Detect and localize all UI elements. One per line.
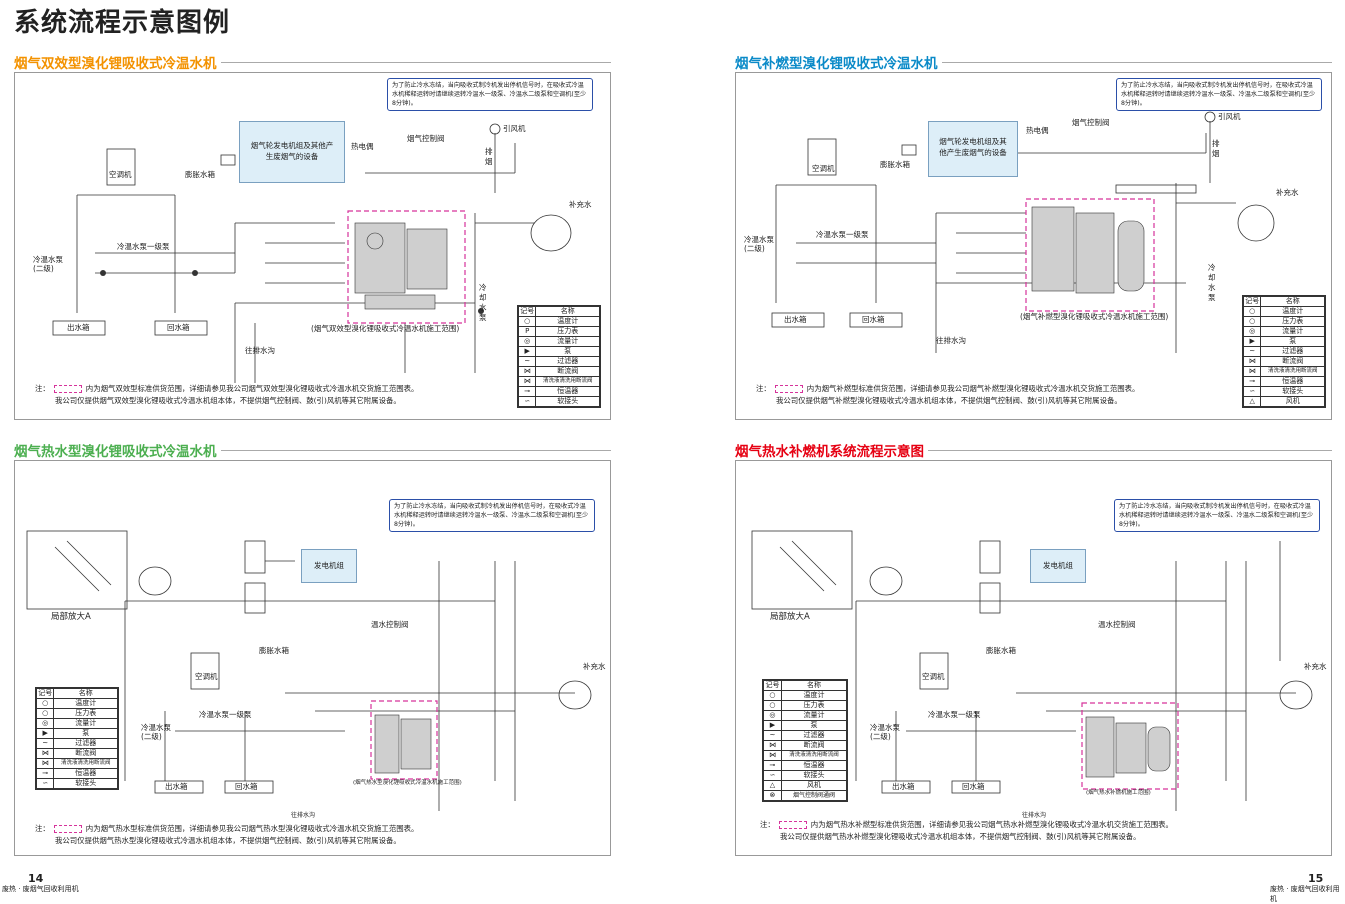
footer-right-text: 废热 · 废烟气回收利用机 <box>1270 885 1340 903</box>
label-pump1: 冷温水泵一级泵 <box>928 710 981 719</box>
label-makeup: 补充水 <box>1276 188 1299 197</box>
label-scope: (烟气补燃型溴化锂吸收式冷温水机施工范围) <box>1020 312 1169 321</box>
label-drain: 往排水沟 <box>291 812 316 819</box>
panel-title: 烟气热水型溴化锂吸收式冷温水机 <box>14 440 221 460</box>
panel-hot-water-supplementary: 烟气热水补燃机系统流程示意图 <box>735 440 1332 856</box>
flow-diagram <box>52 123 572 383</box>
label-exhaust: 排烟 <box>1212 139 1220 158</box>
label-pump1: 冷温水泵一级泵 <box>117 242 170 251</box>
annotation-box: 为了防止冷水冻结，当向吸收式制冷机发出停机信号时，在吸收式冷温水机稀释运转时请继… <box>389 499 595 532</box>
label-ahu: 空调机 <box>109 170 132 179</box>
label-valve: 温水控制阀 <box>1098 620 1136 629</box>
label-expansion: 膨胀水箱 <box>986 646 1016 655</box>
label-valve: 烟气控制阀 <box>407 134 445 143</box>
page-title: 系统流程示意图例 <box>14 8 231 38</box>
label-makeup: 补充水 <box>569 200 592 209</box>
panel-title: 烟气双效型溴化锂吸收式冷温水机 <box>14 52 221 72</box>
label-ret-tank: 回水箱 <box>862 315 885 324</box>
panel-note: 注：内为烟气补燃型标准供货范围，详细请参见我公司烟气补燃型溴化锂吸收式冷温水机交… <box>756 384 1140 405</box>
label-ret-tank: 回水箱 <box>235 782 258 791</box>
label-detail: 局部放大A <box>51 612 91 622</box>
legend-table: 记号名称 ○温度计 ○压力表 ◎流量计 ▶泵 ~过滤器 ⋈断流阀 ⋈清洗液清洗用… <box>762 679 848 802</box>
label-fan: 引风机 <box>1218 112 1241 121</box>
label-drain: 往排水沟 <box>936 336 966 345</box>
flow-diagram <box>751 530 1313 811</box>
footer-left-text: 废热 · 废烟气回收利用机 <box>2 885 79 893</box>
panel-title: 烟气补燃型溴化锂吸收式冷温水机 <box>735 52 942 72</box>
label-ahu: 空调机 <box>922 672 945 681</box>
label-valve: 烟气控制阀 <box>1072 118 1110 127</box>
label-pump2: 冷温水泵(二级) <box>870 723 900 741</box>
label-pump2: 冷温水泵(二级) <box>141 723 171 741</box>
label-scope: (烟气热水补燃机施工范围) <box>1086 790 1151 796</box>
label-expansion: 膨胀水箱 <box>185 170 215 179</box>
label-scope: (烟气双效型溴化锂吸收式冷温水机施工范围) <box>311 324 460 333</box>
label-ahu: 空调机 <box>812 164 835 173</box>
panel-note: 注：内为烟气热水补燃型标准供货范围，详细请参见我公司烟气热水补燃型溴化锂吸收式冷… <box>760 820 1173 841</box>
label-out-tank: 出水箱 <box>67 323 90 332</box>
label-makeup: 补充水 <box>1304 662 1327 671</box>
label-exhaust: 排烟 <box>485 147 493 166</box>
label-expansion: 膨胀水箱 <box>880 160 910 169</box>
generator-box: 发电机组 <box>1030 549 1086 583</box>
panel-note: 注：内为烟气双效型标准供货范围，详细请参见我公司烟气双效型溴化锂吸收式冷温水机交… <box>35 384 419 405</box>
panel-supplementary: 烟气补燃型溴化锂吸收式冷温水机 <box>735 52 1332 420</box>
label-detail: 局部放大A <box>770 612 810 622</box>
generator-box: 烟气轮发电机组及其他产生废烟气的设备 <box>239 121 345 183</box>
generator-box: 烟气轮发电机组及其他产生废烟气的设备 <box>928 121 1018 177</box>
label-drain: 往排水沟 <box>245 346 275 355</box>
flow-diagram <box>26 530 592 811</box>
label-hotpipe: 热电偶 <box>1026 126 1049 135</box>
legend-table: 记号名称 ○温度计 ○压力表 ◎流量计 ▶泵 ~过滤器 ⋈断流阀 ⋈清洗液清洗用… <box>1242 295 1326 408</box>
label-expansion: 膨胀水箱 <box>259 646 289 655</box>
page-number-right: 15 <box>1308 872 1324 885</box>
label-ret-tank: 回水箱 <box>962 782 985 791</box>
generator-box: 发电机组 <box>301 549 357 583</box>
panel-double-effect: 烟气双效型溴化锂吸收式冷温水机 <box>14 52 611 420</box>
label-pump2: 冷温水泵(二级) <box>744 235 774 253</box>
flow-diagram <box>771 111 1275 353</box>
label-pump2: 冷温水泵(二级) <box>33 255 63 273</box>
label-valve: 温水控制阀 <box>371 620 409 629</box>
label-drain: 往排水沟 <box>1022 812 1047 819</box>
label-hotpipe: 热电偶 <box>351 142 374 151</box>
label-ahu: 空调机 <box>195 672 218 681</box>
legend-table: 记号名称 ○温度计 ○压力表 ◎流量计 ▶泵 ~过滤器 ⋈断流阀 ⋈清洗液清洗用… <box>35 687 119 790</box>
panel-note: 注：内为烟气热水型标准供货范围，详细请参见我公司烟气热水型溴化锂吸收式冷温水机交… <box>35 824 419 845</box>
annotation-box: 为了防止冷水冻结，当向吸收式制冷机发出停机信号时，在吸收式冷温水机稀释运转时请继… <box>1114 499 1320 532</box>
label-cool-pump: 冷却水泵 <box>1208 263 1216 302</box>
panel-hot-water: 烟气热水型溴化锂吸收式冷温水机 <box>14 440 611 856</box>
page-number-left: 14 <box>28 872 44 885</box>
label-pump1: 冷温水泵一级泵 <box>199 710 252 719</box>
label-ret-tank: 回水箱 <box>167 323 190 332</box>
label-fan: 引风机 <box>503 124 526 133</box>
label-makeup: 补充水 <box>583 662 606 671</box>
label-scope: (烟气热水型溴化锂吸收式冷温水机施工范围) <box>353 780 462 786</box>
label-cool-pump: 冷却水泵 <box>479 283 487 322</box>
annotation-box: 为了防止冷水冻结，当向吸收式制冷机发出停机信号时，在吸收式冷温水机稀释运转时请继… <box>387 78 593 111</box>
annotation-box: 为了防止冷水冻结，当向吸收式制冷机发出停机信号时，在吸收式冷温水机稀释运转时请继… <box>1116 78 1322 111</box>
label-out-tank: 出水箱 <box>892 782 915 791</box>
panel-title: 烟气热水补燃机系统流程示意图 <box>735 440 928 460</box>
label-out-tank: 出水箱 <box>784 315 807 324</box>
label-out-tank: 出水箱 <box>165 782 188 791</box>
label-pump1: 冷温水泵一级泵 <box>816 230 869 239</box>
